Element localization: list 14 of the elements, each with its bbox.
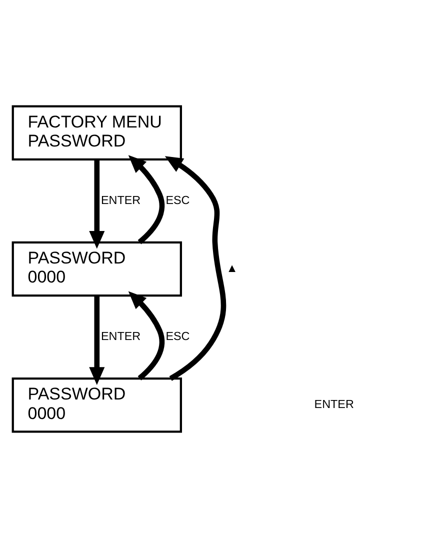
arrow [128, 290, 165, 380]
arrow [89, 159, 105, 248]
edge-label: ESC [166, 330, 190, 343]
edge-label: ▲ [226, 261, 238, 274]
edge-label: ENTER [101, 330, 141, 343]
arrow [128, 154, 165, 244]
arrow [89, 295, 105, 384]
arrow [164, 156, 226, 380]
edge-label: ESC [166, 193, 190, 206]
label: ENTER [314, 398, 354, 411]
node-box: FACTORY MENU PASSWORD [12, 104, 182, 160]
edge-label: ENTER [101, 193, 141, 206]
node-box: PASSWORD 0000 [12, 377, 182, 432]
node-box: PASSWORD 0000 [12, 240, 182, 296]
